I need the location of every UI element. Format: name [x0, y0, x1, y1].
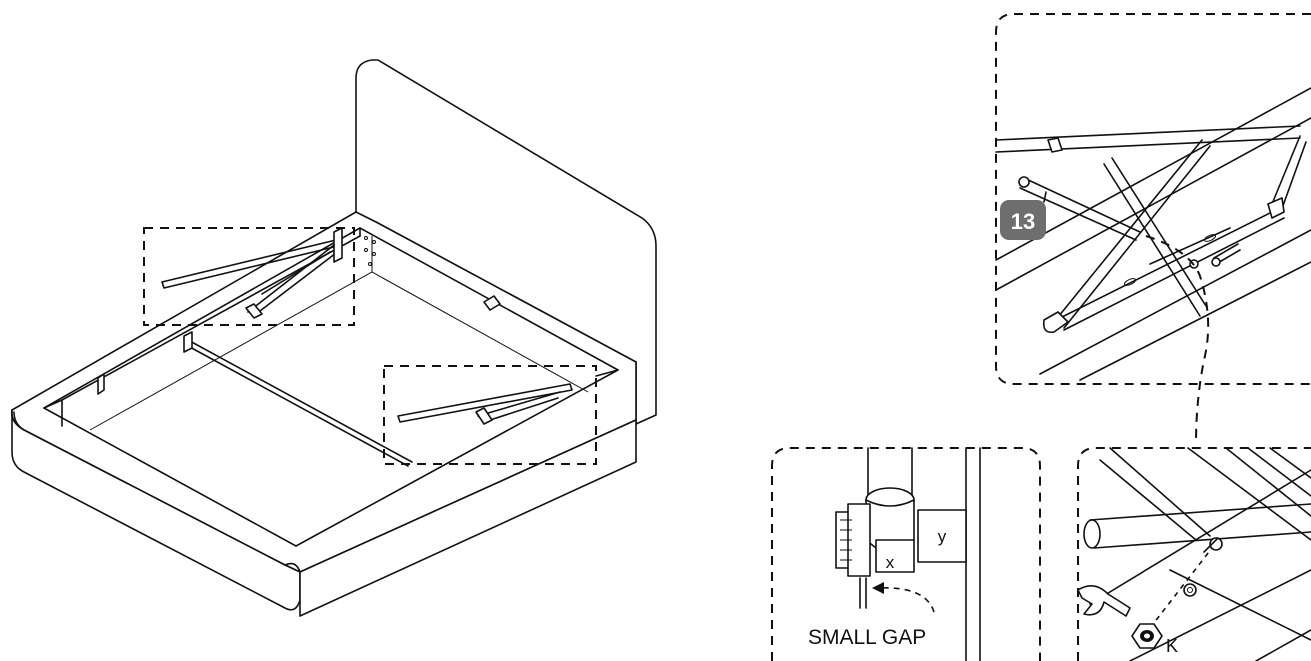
hinge-arm-c — [1103, 157, 1207, 317]
label-y: y — [938, 527, 947, 546]
label-x: x — [886, 553, 895, 572]
gas-strut-detail — [1019, 177, 1141, 241]
detail-panel-gap: x y SMALL GAP — [771, 447, 1041, 661]
label-k: K — [1166, 636, 1178, 656]
bed-frame-side-right — [299, 419, 637, 617]
gas-strut-lower — [397, 383, 573, 425]
step-badge: 13 — [1000, 200, 1046, 240]
wrench-icon — [1077, 585, 1131, 617]
center-rail — [187, 339, 413, 463]
detail-panel-nut: K — [1077, 447, 1311, 661]
gas-strut-upper — [161, 227, 343, 319]
hinge-arm-b — [1059, 207, 1285, 331]
connector-path — [1145, 235, 1210, 445]
bed-frame-side-left — [10, 409, 301, 611]
nut-k — [1131, 623, 1163, 649]
block-y — [917, 509, 967, 563]
detail-panel-mechanism: 13 — [995, 13, 1311, 445]
label-small-gap: SMALL GAP — [808, 626, 926, 649]
headboard — [355, 59, 657, 425]
highlight-box-upper — [143, 227, 355, 326]
highlight-box-lower — [383, 365, 597, 465]
vertical-tube — [867, 447, 913, 501]
hinge-arm-a — [1053, 139, 1211, 329]
gap-arrow — [877, 587, 935, 613]
step-badge-label: 13 — [1011, 209, 1035, 234]
bed-illustration — [10, 59, 657, 617]
